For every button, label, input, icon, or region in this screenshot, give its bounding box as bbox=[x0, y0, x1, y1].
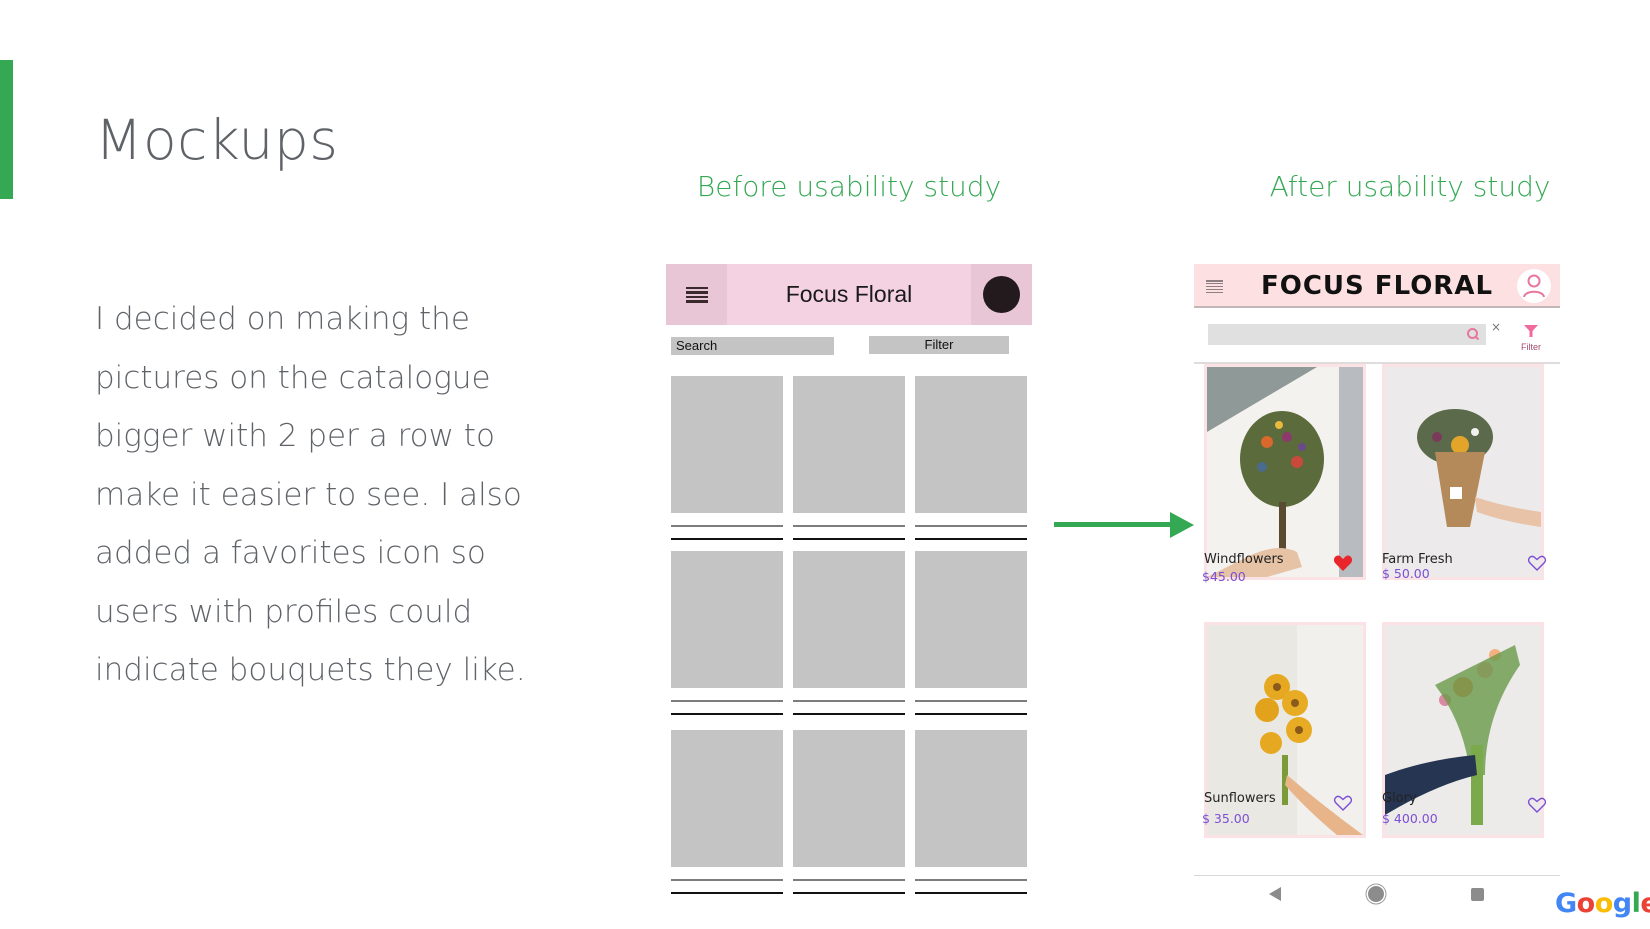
wire-text-line bbox=[915, 700, 1027, 702]
clear-search-button[interactable]: × bbox=[1491, 320, 1502, 334]
product-card[interactable] bbox=[1204, 364, 1374, 580]
wire-menu-button[interactable] bbox=[666, 264, 727, 325]
product-price: $45.00 bbox=[1202, 569, 1246, 584]
google-logo: Google bbox=[1555, 888, 1650, 919]
wire-catalogue-item[interactable] bbox=[915, 730, 1027, 894]
product-image[interactable] bbox=[1382, 364, 1544, 580]
wire-image-placeholder bbox=[915, 551, 1027, 688]
product-name: Glory bbox=[1382, 791, 1417, 806]
divider bbox=[1194, 875, 1560, 876]
heart-icon[interactable] bbox=[1333, 794, 1353, 812]
after-label: After usability study bbox=[1269, 170, 1551, 203]
slide-title: Mockups bbox=[95, 108, 339, 172]
product-name: Windflowers bbox=[1204, 552, 1284, 567]
wire-catalogue-item[interactable] bbox=[671, 376, 783, 540]
arrow-icon bbox=[1054, 512, 1194, 538]
wire-image-placeholder bbox=[671, 376, 783, 513]
wire-image-placeholder bbox=[793, 730, 905, 867]
filter-label: Filter bbox=[1521, 342, 1541, 352]
hamburger-menu-icon bbox=[685, 286, 708, 303]
after-mockup: FOCUS FLORAL × Filter bbox=[1194, 264, 1560, 904]
product-card[interactable] bbox=[1382, 622, 1552, 838]
body-line: added a favorites icon so bbox=[95, 535, 486, 571]
filter-button[interactable]: Filter bbox=[1516, 322, 1546, 352]
wire-catalogue-item[interactable] bbox=[671, 730, 783, 894]
wire-app-title: Focus Floral bbox=[785, 281, 913, 307]
wire-catalogue-item[interactable] bbox=[793, 551, 905, 715]
wire-image-placeholder bbox=[915, 376, 1027, 513]
wire-catalogue-item[interactable] bbox=[793, 376, 905, 540]
avatar-icon bbox=[983, 276, 1020, 313]
wire-text-line bbox=[793, 700, 905, 702]
profile-icon[interactable] bbox=[1517, 269, 1551, 303]
wire-text-line bbox=[793, 538, 905, 540]
app-header: FOCUS FLORAL bbox=[1194, 264, 1560, 308]
body-line: indicate bouquets they like. bbox=[95, 652, 526, 688]
wire-filter-button[interactable]: Filter bbox=[869, 336, 1009, 354]
body-line: make it easier to see. I also bbox=[95, 476, 522, 513]
wire-header: Focus Floral bbox=[666, 264, 1032, 325]
wire-catalogue-item[interactable] bbox=[671, 551, 783, 715]
hamburger-menu-icon[interactable] bbox=[1206, 280, 1223, 293]
wire-text-line bbox=[915, 713, 1027, 715]
wire-image-placeholder bbox=[793, 376, 905, 513]
product-image[interactable] bbox=[1204, 622, 1366, 838]
product-card[interactable] bbox=[1382, 364, 1552, 580]
wire-text-line bbox=[793, 892, 905, 894]
search-icon[interactable] bbox=[1466, 327, 1480, 341]
wire-catalogue-item[interactable] bbox=[915, 551, 1027, 715]
home-icon[interactable] bbox=[1368, 886, 1384, 902]
wire-avatar-button[interactable] bbox=[971, 264, 1032, 325]
heart-icon[interactable] bbox=[1333, 554, 1353, 572]
wire-text-line bbox=[671, 713, 783, 715]
product-name: Sunflowers bbox=[1204, 791, 1276, 806]
wire-text-line bbox=[793, 879, 905, 881]
body-line: pictures on the catalogue bbox=[95, 359, 491, 396]
wire-text-line bbox=[671, 892, 783, 894]
wire-text-line bbox=[915, 892, 1027, 894]
product-card[interactable] bbox=[1204, 622, 1374, 838]
body-line: bigger with 2 per a row to bbox=[95, 418, 495, 454]
wire-image-placeholder bbox=[671, 730, 783, 867]
body-line: I decided on making the bbox=[95, 301, 470, 337]
wire-image-placeholder bbox=[671, 551, 783, 688]
wire-image-placeholder bbox=[915, 730, 1027, 867]
wire-text-line bbox=[915, 538, 1027, 540]
back-icon[interactable] bbox=[1269, 887, 1281, 901]
wire-text-line bbox=[915, 525, 1027, 527]
product-price: $ 50.00 bbox=[1382, 566, 1430, 581]
filter-funnel-icon bbox=[1524, 325, 1538, 337]
wire-search-input[interactable]: Search bbox=[671, 337, 834, 355]
wire-text-line bbox=[671, 525, 783, 527]
wire-text-line bbox=[671, 879, 783, 881]
product-price: $ 400.00 bbox=[1382, 811, 1438, 826]
before-label: Before usability study bbox=[696, 170, 1002, 203]
divider bbox=[1194, 362, 1560, 364]
before-wireframe: Focus Floral Search Filter bbox=[666, 264, 1032, 900]
accent-bar bbox=[0, 60, 13, 199]
recents-icon[interactable] bbox=[1471, 888, 1484, 901]
product-image[interactable] bbox=[1204, 364, 1366, 580]
body-line: users with profiles could bbox=[95, 593, 473, 630]
wire-image-placeholder bbox=[793, 551, 905, 688]
wire-text-line bbox=[793, 525, 905, 527]
wire-text-line bbox=[915, 879, 1027, 881]
body-text: I decided on making the pictures on the … bbox=[95, 290, 535, 700]
wire-catalogue-item[interactable] bbox=[793, 730, 905, 894]
product-name: Farm Fresh bbox=[1382, 552, 1453, 567]
product-image[interactable] bbox=[1382, 622, 1544, 838]
heart-icon[interactable] bbox=[1527, 796, 1547, 814]
wire-text-line bbox=[671, 700, 783, 702]
wire-text-line bbox=[671, 538, 783, 540]
search-input[interactable] bbox=[1208, 324, 1486, 345]
app-title: FOCUS FLORAL bbox=[1260, 271, 1494, 301]
heart-icon[interactable] bbox=[1527, 554, 1547, 572]
wire-catalogue-item[interactable] bbox=[915, 376, 1027, 540]
product-price: $ 35.00 bbox=[1202, 811, 1250, 826]
wire-text-line bbox=[793, 713, 905, 715]
